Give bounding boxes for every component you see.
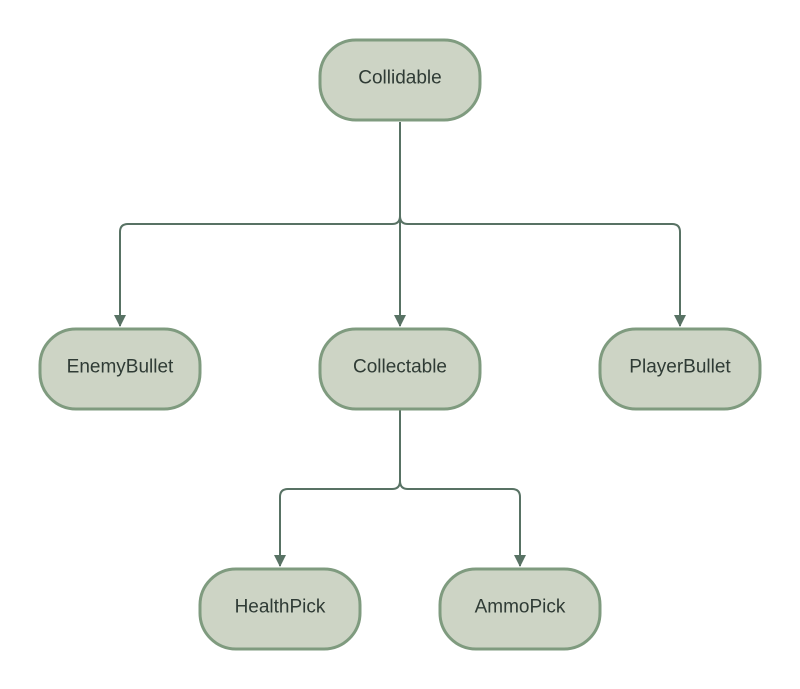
node-label-health-pick: HealthPick [235, 597, 326, 618]
node-ammo-pick: AmmoPick [438, 567, 602, 651]
node-health-pick: HealthPick [198, 567, 362, 651]
node-label-collectable: Collectable [353, 357, 447, 378]
node-label-enemy-bullet: EnemyBullet [67, 357, 174, 378]
node-collidable: Collidable [318, 38, 482, 122]
node-label-player-bullet: PlayerBullet [629, 357, 731, 378]
connector-collidable-to-playerbullet [399, 122, 686, 327]
node-label-ammo-pick: AmmoPick [475, 597, 566, 618]
node-label-collidable: Collidable [358, 68, 441, 89]
node-enemy-bullet: EnemyBullet [38, 327, 202, 411]
node-collectable: Collectable [318, 327, 482, 411]
node-player-bullet: PlayerBullet [598, 327, 762, 411]
connector-collidable-to-enemybullet [114, 122, 401, 327]
connector-collectable-to-ammopick [399, 410, 526, 567]
connector-collectable-to-healthpick [274, 410, 401, 567]
